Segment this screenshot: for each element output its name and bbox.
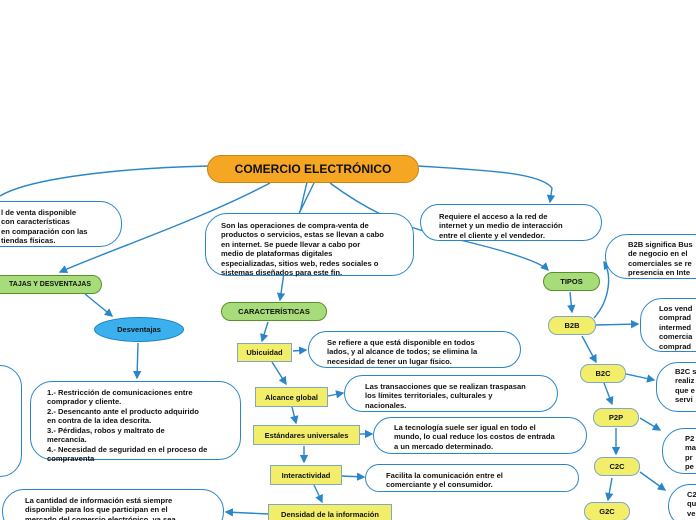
interactividad-label: Interactividad: [281, 470, 331, 480]
b2b-side-text-bubble[interactable]: Los vend comprad intermed comercia compr…: [640, 298, 696, 352]
ventajas-text-bubble[interactable]: [0, 365, 22, 477]
b2b-text: B2B significa Bus de negocio en el comer…: [628, 240, 693, 278]
ubicuidad-text-bubble[interactable]: Se refiere a que está disponible en todo…: [308, 331, 521, 368]
densidad-informacion-text: La cantidad de información está siempre …: [25, 496, 176, 520]
alcance-global-tag[interactable]: Alcance global: [255, 387, 328, 407]
estandares-universales-text: La tecnología suele ser igual en todo el…: [394, 423, 555, 451]
densidad-informacion-label: Densidad de la información: [281, 509, 379, 519]
desventajas-text-bubble[interactable]: 1.- Restricción de comunicaciones entre …: [30, 381, 241, 463]
tipos-tag[interactable]: TIPOS: [543, 272, 600, 291]
ventajas-desventajas-tag[interactable]: TAJAS Y DESVENTAJAS: [0, 275, 102, 294]
central-title: COMERCIO ELECTRÓNICO: [234, 162, 392, 176]
b2b-tag[interactable]: B2B: [548, 316, 596, 335]
desventajas-label: Desventajas: [117, 325, 161, 334]
g2c-tag[interactable]: G2C: [584, 502, 630, 520]
densidad-informacion-tag[interactable]: Densidad de la información: [268, 504, 392, 520]
b2c-text: B2C s realiz que e servi: [675, 367, 696, 405]
p2p-label: P2P: [608, 413, 624, 422]
ubicuidad-text: Se refiere a que está disponible en todo…: [327, 338, 478, 366]
ventajas-desventajas-label: TAJAS Y DESVENTAJAS: [9, 281, 91, 288]
definition-left-text: l de venta disponible con característica…: [1, 208, 88, 246]
estandares-universales-tag[interactable]: Estándares universales: [253, 425, 360, 445]
b2c-text-bubble[interactable]: B2C s realiz que e servi: [656, 362, 696, 412]
ubicuidad-label: Ubicuidad: [246, 348, 283, 357]
alcance-global-label: Alcance global: [265, 392, 318, 402]
desventajas-text: 1.- Restricción de comunicaciones entre …: [47, 388, 208, 464]
b2c-label: B2C: [595, 369, 611, 378]
alcance-global-text-bubble[interactable]: Las transacciones que se realizan traspa…: [344, 375, 558, 412]
definition-right-bubble[interactable]: Requiere el acceso a la red de internet …: [420, 204, 602, 241]
caracteristicas-label: CARACTERÍSTICAS: [238, 307, 310, 316]
b2b-side-text: Los vend comprad intermed comercia compr…: [659, 304, 693, 351]
c2c-label: C2C: [609, 462, 625, 471]
interactividad-text-bubble[interactable]: Facilita la comunicación entre el comerc…: [365, 464, 579, 492]
definition-center-bubble[interactable]: Son las operaciones de compra-venta de p…: [205, 213, 414, 278]
ubicuidad-tag[interactable]: Ubicuidad: [237, 343, 292, 362]
b2b-label: B2B: [564, 321, 580, 330]
c2c-tag[interactable]: C2C: [594, 457, 640, 476]
g2c-label: G2C: [599, 507, 615, 516]
alcance-global-text: Las transacciones que se realizan traspa…: [365, 382, 526, 410]
desventajas-node[interactable]: Desventajas: [94, 317, 184, 342]
tipos-label: TIPOS: [560, 277, 583, 286]
densidad-informacion-text-bubble[interactable]: La cantidad de información está siempre …: [2, 489, 224, 520]
p2p-text: P2 ma pr pe: [685, 434, 696, 472]
b2b-text-bubble[interactable]: B2B significa Bus de negocio en el comer…: [605, 234, 696, 279]
definition-right-text: Requiere el acceso a la red de internet …: [439, 212, 563, 240]
central-topic[interactable]: COMERCIO ELECTRÓNICO: [207, 155, 419, 183]
interactividad-tag[interactable]: Interactividad: [270, 465, 342, 485]
definition-center-text: Son las operaciones de compra-venta de p…: [221, 221, 384, 278]
interactividad-text: Facilita la comunicación entre el comerc…: [386, 471, 503, 490]
b2c-tag[interactable]: B2C: [580, 364, 626, 383]
estandares-universales-label: Estándares universales: [264, 430, 349, 440]
c2c-text: C2 qu ve: [687, 490, 696, 518]
p2p-text-bubble[interactable]: P2 ma pr pe: [662, 428, 696, 474]
p2p-tag[interactable]: P2P: [593, 408, 639, 427]
estandares-universales-text-bubble[interactable]: La tecnología suele ser igual en todo el…: [373, 417, 587, 454]
definition-left-bubble[interactable]: l de venta disponible con característica…: [0, 201, 122, 247]
caracteristicas-tag[interactable]: CARACTERÍSTICAS: [221, 302, 327, 321]
